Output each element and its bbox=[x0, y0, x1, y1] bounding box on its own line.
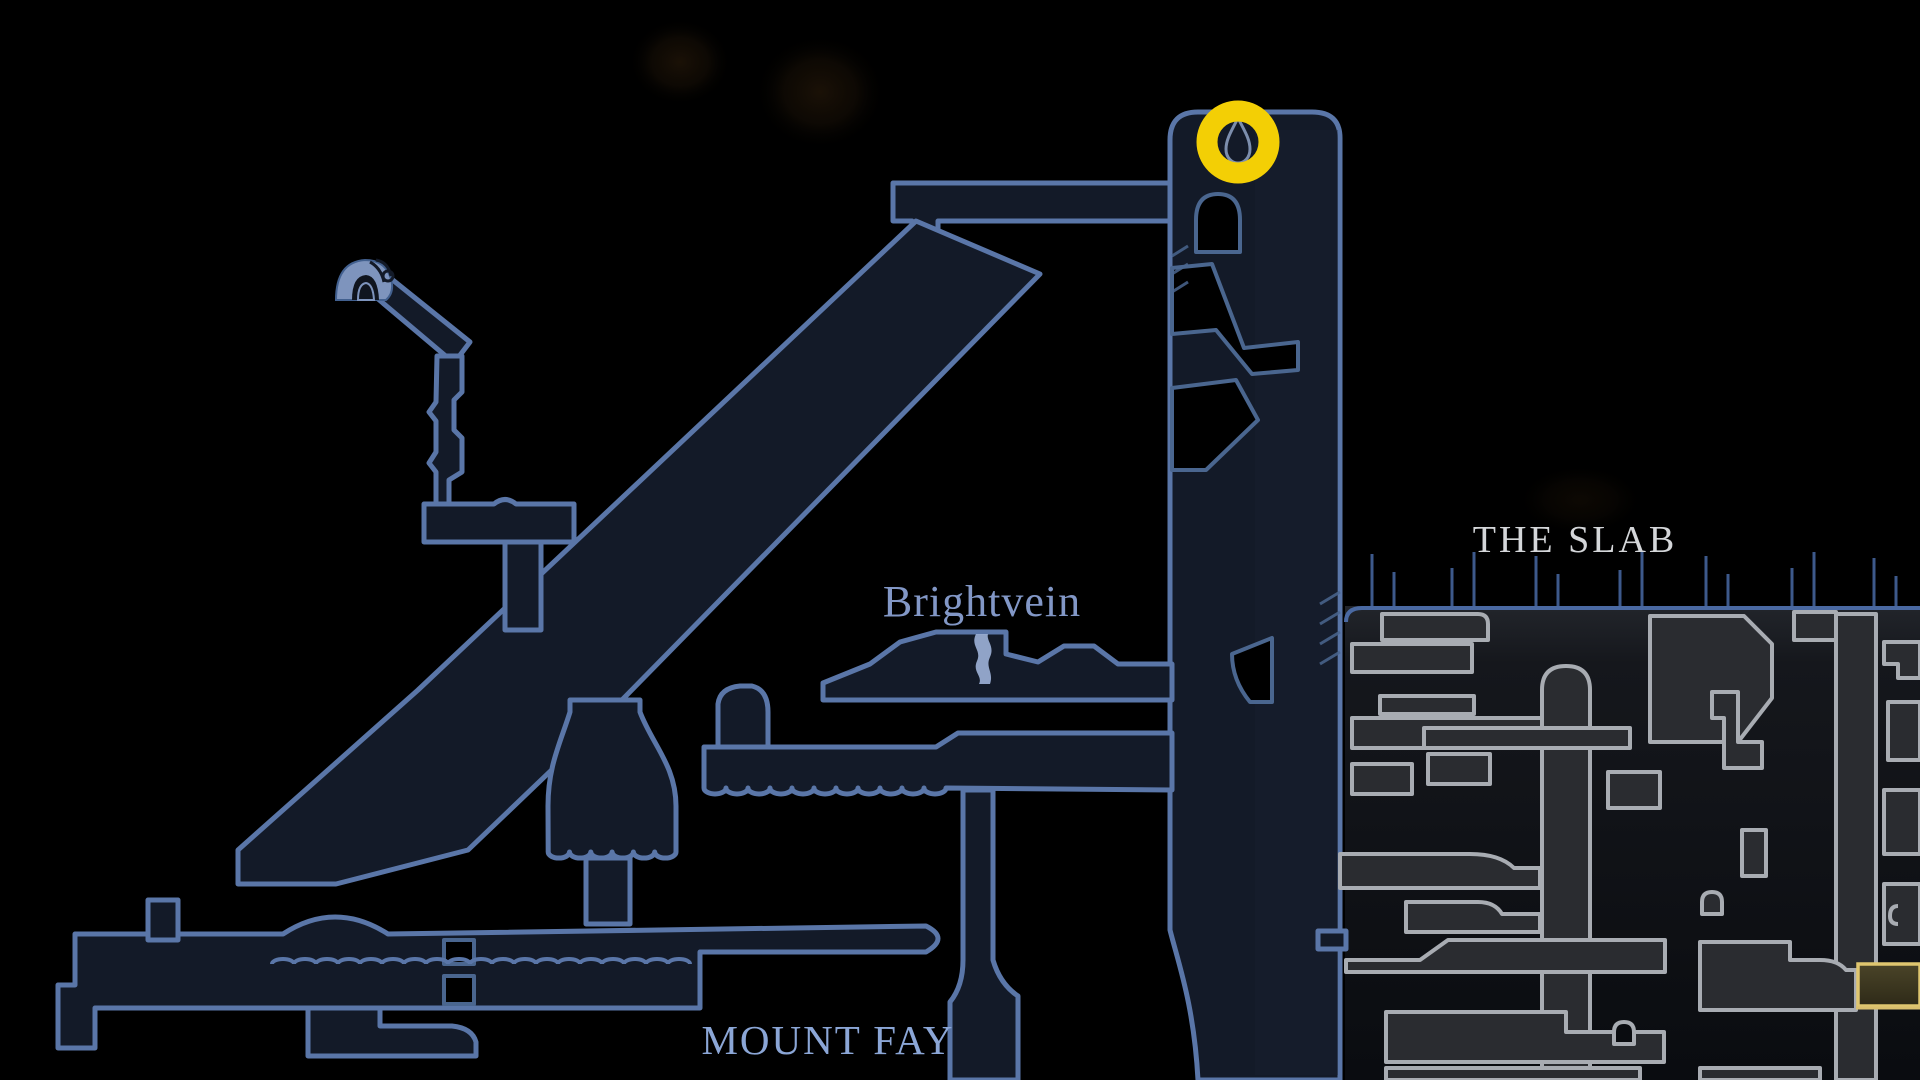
mf-bell-stem bbox=[583, 855, 633, 927]
label-mount-fay: MOUNT FAY bbox=[701, 1017, 954, 1063]
slab-arch-detail-1 bbox=[1700, 890, 1724, 916]
slab-top-border bbox=[1344, 606, 1920, 623]
slab-curl-detail bbox=[1888, 904, 1899, 926]
mf-small-room bbox=[421, 497, 577, 545]
mf-stem bbox=[502, 539, 544, 633]
zone-the-slab bbox=[1338, 552, 1920, 1080]
mf-notch-2 bbox=[442, 974, 476, 1006]
mf-slash-cut-2 bbox=[1170, 378, 1260, 472]
mf-sawtooth-line bbox=[270, 957, 692, 965]
mf-pennant-cut bbox=[1230, 636, 1274, 704]
yellow-ring bbox=[1196, 100, 1280, 184]
label-brightvein: Brightvein bbox=[883, 577, 1081, 626]
slab-rooms bbox=[1338, 610, 1920, 1080]
gold-zone-edge bbox=[1856, 962, 1920, 1010]
slab-arch-detail-2 bbox=[1612, 1020, 1636, 1046]
mf-diagonal-corridor bbox=[235, 218, 1043, 887]
mf-arch-door bbox=[1194, 192, 1242, 254]
zone-mount-fay bbox=[55, 109, 1349, 1080]
mf-slash-cut-1 bbox=[1170, 262, 1300, 376]
label-the-slab: THE SLAB bbox=[1473, 519, 1678, 561]
slab-border-spikes bbox=[1370, 552, 1898, 606]
mf-flag-box bbox=[145, 897, 181, 943]
mf-bottom-band bbox=[55, 914, 941, 1051]
map-marker-highlight[interactable] bbox=[1196, 100, 1280, 184]
mf-slab-stub bbox=[1315, 928, 1349, 952]
mf-hatch-marks bbox=[1171, 244, 1341, 666]
brightvein-vein-icon bbox=[974, 634, 992, 684]
mf-interior-cutouts bbox=[442, 192, 1300, 1006]
mf-bottom-shaft bbox=[947, 787, 1021, 1080]
mf-bell-room bbox=[545, 697, 679, 861]
mf-wavy-corridor bbox=[701, 730, 1175, 797]
mf-bottom-step-room bbox=[305, 1005, 479, 1059]
mf-corridor-hump bbox=[715, 683, 771, 750]
ambient-glow-spots bbox=[628, 18, 1644, 536]
mf-brightvein-room bbox=[820, 629, 1175, 703]
cave-entrance-icon bbox=[334, 258, 395, 301]
